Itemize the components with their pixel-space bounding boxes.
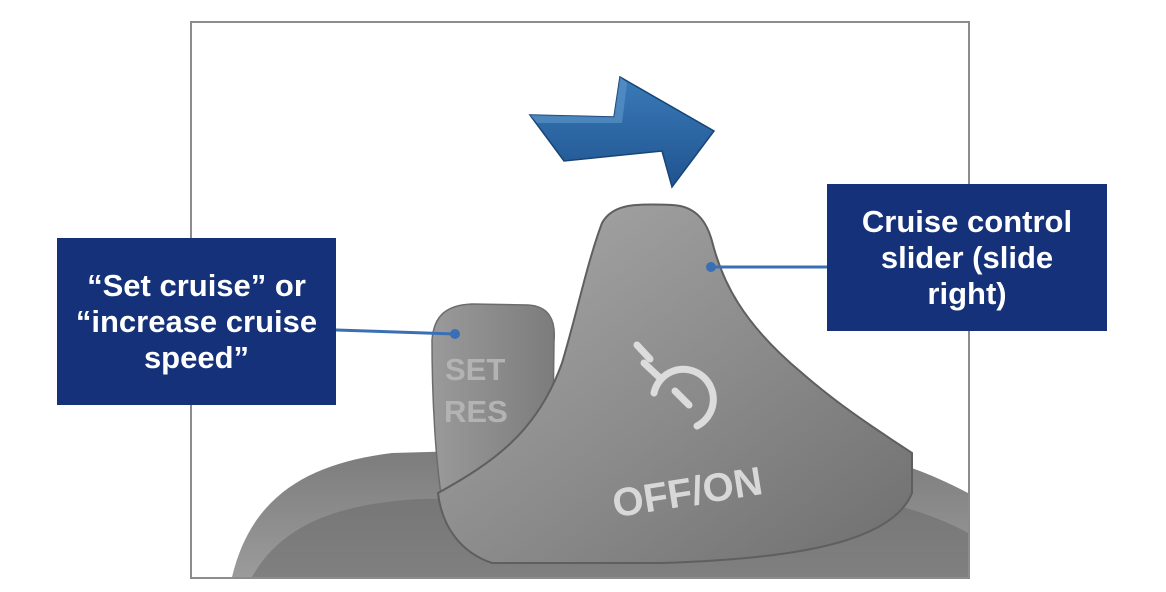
cruise-control-illustration: SET RES OFF/ON	[232, 75, 968, 577]
set-cruise-callout: “Set cruise” or “increase cruise speed”	[57, 238, 336, 405]
res-label: RES	[444, 394, 508, 429]
set-cruise-callout-text: “Set cruise” or “increase cruise speed”	[75, 267, 318, 375]
cruise-slider-handle	[436, 203, 913, 564]
cruise-slider-callout: Cruise control slider (slide right)	[827, 184, 1107, 331]
speedometer-icon	[633, 341, 717, 430]
set-label: SET	[445, 352, 505, 387]
cruise-slider-callout-text: Cruise control slider (slide right)	[861, 203, 1073, 311]
